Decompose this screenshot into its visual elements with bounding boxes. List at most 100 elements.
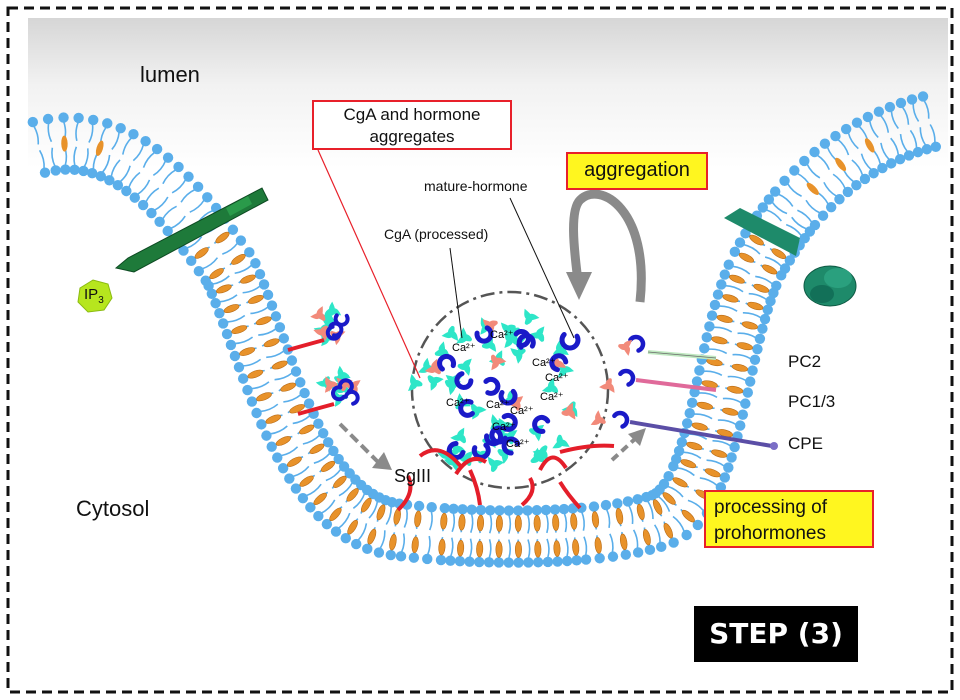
lipid-tail (305, 483, 322, 497)
lipid-head (580, 554, 592, 565)
lipid-head (229, 350, 241, 362)
cholesterol (411, 536, 419, 554)
lipid-head (723, 259, 734, 270)
lipid-tail (698, 392, 718, 398)
cholesterol (393, 508, 401, 525)
cholesterol (514, 541, 522, 558)
lipid-head (877, 162, 888, 174)
lipid-tail (488, 514, 493, 534)
lipid-tail (385, 506, 392, 525)
ca-ion-label: Ca²⁺ (452, 342, 476, 354)
mature-hormone (501, 412, 518, 432)
cholesterol (636, 503, 645, 521)
cga-fragment (456, 327, 472, 344)
cga-fragment (530, 447, 547, 463)
ip3-subscript: 3 (98, 295, 104, 306)
cholesterol (313, 492, 327, 505)
cga-fragment (335, 365, 351, 381)
lipid-tail (527, 539, 531, 559)
cholesterol (280, 382, 297, 392)
lipid-head (522, 505, 533, 516)
lipid-head (413, 500, 425, 512)
lipid-tail (162, 169, 177, 185)
cga-pointer (449, 247, 463, 339)
mature-hormone-label: mature-hormone (424, 178, 528, 194)
cholesterol (762, 264, 778, 275)
lipid-head (154, 216, 165, 227)
cholesterol (240, 274, 256, 284)
lipid-tail (153, 196, 169, 212)
lipid-head (600, 499, 612, 511)
prohormone-fragment (424, 358, 441, 375)
lipid-head (558, 503, 570, 515)
lipid-head (475, 504, 487, 516)
lipid-tail (428, 510, 433, 531)
cholesterol (333, 475, 347, 488)
lipid-tail (755, 275, 774, 285)
cholesterol (729, 274, 745, 284)
mature-hormone (343, 389, 360, 406)
lipid-tail (901, 106, 910, 125)
cholesterol (477, 514, 485, 532)
lipid-head (737, 409, 749, 420)
lipid-head (278, 333, 290, 344)
lipid-tail (470, 513, 474, 533)
lipid-head (173, 161, 184, 173)
cholesterol (247, 369, 264, 379)
lipid-head (712, 289, 724, 300)
lipid-tail (890, 110, 899, 129)
pc2-enzyme (647, 350, 717, 360)
lipid-tail (170, 215, 186, 230)
lipid-tail (127, 171, 141, 189)
lipid-head (464, 556, 475, 567)
cholesterol (615, 508, 624, 525)
lipid-head (663, 471, 674, 482)
lipid-head (295, 377, 306, 388)
lipid-tail (777, 193, 794, 207)
lipid-tail (682, 451, 702, 459)
lipid-head (704, 321, 715, 332)
cholesterol (194, 247, 209, 259)
cholesterol (722, 294, 739, 303)
lipid-head (694, 365, 705, 376)
lipid-head (227, 224, 239, 235)
lipid-tail (923, 99, 930, 119)
cholesterol (347, 519, 358, 535)
lipid-head (318, 428, 329, 439)
pc13-enzyme (635, 378, 717, 392)
lipid-head (60, 164, 71, 175)
lipid-tail (919, 127, 927, 146)
prohormone-fragment (324, 376, 338, 393)
lipid-tail (507, 539, 512, 559)
cholesterol (231, 253, 246, 265)
cholesterol (731, 363, 749, 372)
prohormone-fragment (599, 378, 615, 393)
lipid-head (840, 123, 852, 135)
lipid-head (749, 354, 761, 365)
lipid-head (140, 136, 151, 147)
lipid-head (549, 504, 561, 515)
cholesterol (711, 449, 728, 458)
lipid-head (73, 112, 84, 124)
cga-fragment (490, 414, 506, 431)
lipid-head (493, 557, 505, 568)
left-arrow (338, 422, 380, 464)
lipid-head (69, 164, 80, 175)
lipid-head (86, 167, 98, 179)
cholesterol (514, 515, 522, 532)
cholesterol (265, 414, 282, 424)
lipid-head (284, 473, 295, 484)
lipid-tail (732, 353, 752, 360)
lipid-head (784, 255, 796, 266)
lipid-head (894, 153, 906, 165)
lipid-tail (451, 512, 456, 533)
ca-ion-label: Ca²⁺ (490, 329, 514, 341)
lipid-tail (687, 499, 705, 512)
mature-hormone (612, 410, 630, 429)
lipid-head (673, 445, 685, 457)
lipid-tail (234, 264, 253, 275)
lipid-tail (899, 133, 909, 153)
ca-ion-label: Ca²⁺ (545, 372, 569, 384)
lipid-head (632, 547, 644, 558)
lipid-tail (879, 114, 890, 133)
